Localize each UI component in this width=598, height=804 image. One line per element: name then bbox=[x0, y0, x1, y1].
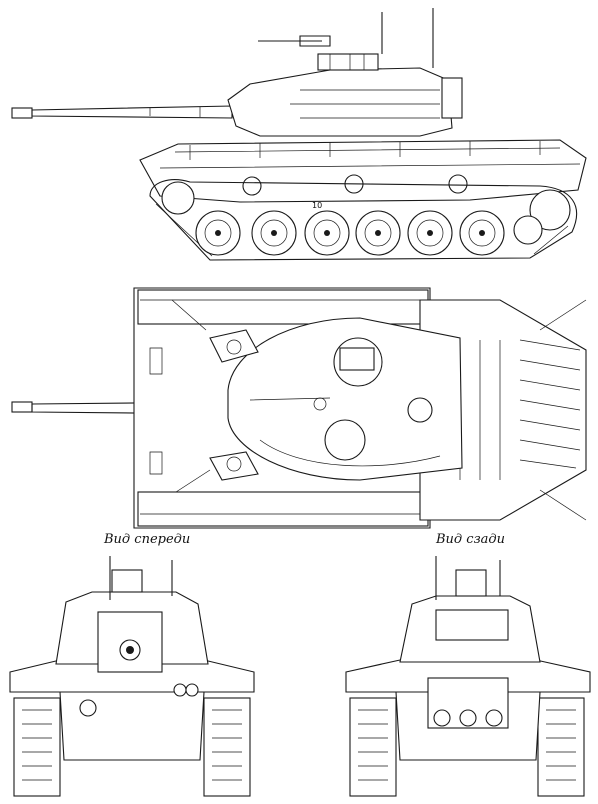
side-hull bbox=[139, 139, 587, 203]
side-turret bbox=[227, 8, 463, 137]
side-view: 10 bbox=[11, 8, 587, 261]
top-left-fender bbox=[137, 289, 429, 325]
side-idler-wheel bbox=[161, 181, 195, 215]
side-track bbox=[149, 179, 577, 261]
top-turret bbox=[227, 317, 463, 481]
front-right-track bbox=[203, 697, 251, 797]
top-right-fender bbox=[137, 491, 429, 527]
rear-left-track bbox=[349, 697, 397, 797]
side-callout-number: 10 bbox=[312, 201, 322, 210]
rear-view bbox=[345, 556, 591, 797]
side-road-wheels bbox=[195, 210, 543, 256]
front-lower-hull bbox=[59, 691, 205, 761]
top-view bbox=[11, 287, 587, 529]
front-tow-hook bbox=[79, 699, 97, 717]
front-view-caption: Вид спереди bbox=[104, 532, 191, 547]
rear-right-track bbox=[537, 697, 585, 797]
side-drive-sprocket bbox=[529, 189, 571, 231]
side-gun-barrel bbox=[11, 105, 233, 119]
front-view bbox=[9, 556, 255, 797]
front-left-track bbox=[13, 697, 61, 797]
rear-view-caption: Вид сзади bbox=[436, 532, 506, 547]
top-driver-hatches bbox=[209, 329, 259, 481]
